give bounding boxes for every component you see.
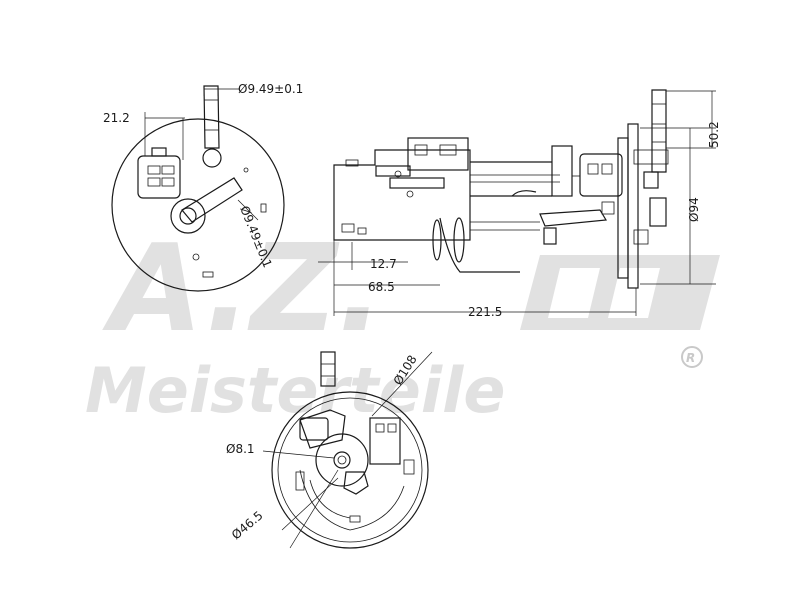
return-pipe — [651, 89, 667, 173]
dim-top-tube-dia: Ø9.49±0.1 — [238, 82, 303, 96]
inner-pump-circle — [315, 433, 369, 487]
watermark: A.Z. Meisterteile R — [85, 220, 720, 427]
side-connector — [407, 137, 469, 171]
dim-height-50-2: 50.2 — [707, 121, 721, 148]
top-view — [111, 85, 285, 292]
angled-tube — [181, 177, 243, 223]
top-tube — [203, 85, 220, 149]
registered-letter: R — [686, 351, 695, 365]
electrical-connector — [137, 155, 181, 199]
bottom-top-tube — [320, 351, 336, 387]
side-view — [318, 89, 716, 316]
strainer-line — [439, 217, 520, 273]
dim-dia-46-5: Ø46.5 — [229, 508, 266, 542]
watermark-stripes-logo — [520, 255, 720, 330]
flange-outline — [111, 118, 285, 292]
dim-dia-8-1: Ø8.1 — [226, 442, 255, 456]
dim-offset-21-2: 21.2 — [103, 111, 130, 125]
dim-length-221-5: 221.5 — [468, 305, 502, 319]
dim-height-94: Ø94 — [687, 197, 701, 222]
watermark-logo: A.Z. — [102, 220, 383, 359]
registered-mark — [681, 346, 703, 368]
dim-length-68-5: 68.5 — [368, 280, 395, 294]
dim-length-12-7: 12.7 — [370, 257, 397, 271]
bottom-view — [262, 351, 433, 549]
bottom-outline — [271, 391, 429, 549]
watermark-brand: Meisterteile — [85, 354, 505, 427]
